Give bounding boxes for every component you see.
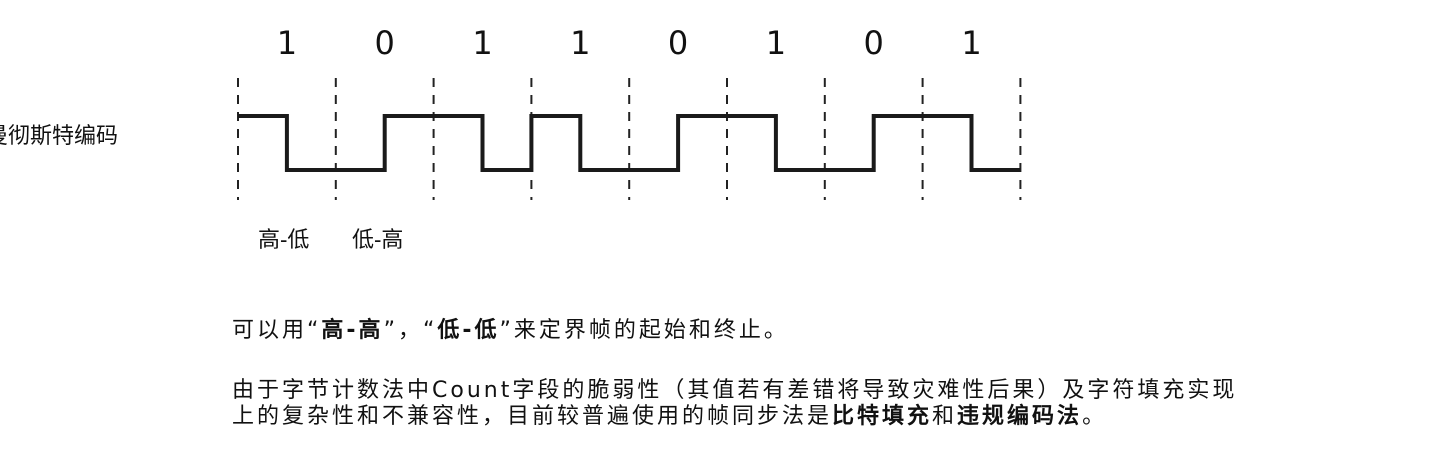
- manchester-waveform: 1 0 1 1 0 1 0 1: [237, 24, 1022, 200]
- bit-label: 1: [277, 24, 297, 62]
- frame-delimiter-note: 可以用“高-高”，“低-低”来定界帧的起始和终止。: [232, 312, 789, 344]
- text: ”来定界帧的起始和终止。: [499, 318, 789, 343]
- bit-label: 0: [375, 24, 395, 62]
- paragraph-line-1: 由于字节计数法中Count字段的脆弱性（其值若有差错将导致灾难性后果）及字符填充…: [232, 378, 1238, 403]
- text: 可以用: [232, 318, 308, 343]
- text: “: [307, 318, 322, 343]
- bold-text: 比特填充: [832, 404, 933, 429]
- text: 。: [1082, 404, 1108, 429]
- bold-text: 高-高: [321, 318, 384, 343]
- bit-label: 1: [766, 24, 786, 62]
- low-high-label: 低-高: [352, 228, 404, 253]
- bit-label: 1: [472, 24, 492, 62]
- paragraph-line-2: 上的复杂性和不兼容性，目前较普遍使用的帧同步法是比特填充和违规编码法。: [232, 398, 1107, 430]
- high-low-label: 高-低: [258, 228, 310, 253]
- text: ”，“: [383, 318, 438, 343]
- bold-text: 低-低: [437, 318, 500, 343]
- signal-line: [238, 114, 1021, 172]
- text: 和: [932, 404, 958, 429]
- bold-text: 违规编码法: [957, 404, 1083, 429]
- manchester-encoding-label: 曼彻斯特编码: [0, 124, 119, 149]
- bit-label: 0: [864, 24, 884, 62]
- bit-label: 1: [961, 24, 981, 62]
- bit-label: 0: [668, 24, 688, 62]
- text: 上的复杂性和不兼容性，目前较普遍使用的帧同步法是: [232, 404, 833, 429]
- bit-label: 1: [570, 24, 590, 62]
